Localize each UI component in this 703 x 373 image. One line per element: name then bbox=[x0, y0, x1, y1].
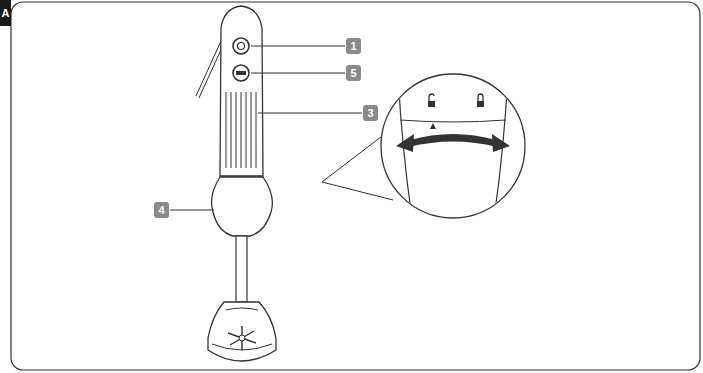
button-1 bbox=[233, 38, 249, 54]
motor-handle bbox=[220, 6, 263, 176]
zoom-detail bbox=[381, 74, 525, 218]
rotate-band bbox=[409, 134, 497, 147]
collar bbox=[212, 177, 273, 236]
blade-guard bbox=[208, 302, 276, 361]
callout-number: 3 bbox=[363, 105, 378, 121]
button-5 bbox=[233, 65, 249, 81]
callout-number: 4 bbox=[154, 202, 169, 218]
figure-letter: A bbox=[0, 0, 11, 26]
blender-shaft bbox=[236, 236, 247, 302]
callout-number: 1 bbox=[346, 38, 361, 54]
blade bbox=[228, 326, 256, 350]
lock-icon bbox=[477, 94, 484, 107]
arrow-right bbox=[492, 134, 510, 152]
leader-lines bbox=[170, 46, 362, 210]
arrow-left bbox=[396, 134, 414, 152]
unlock-icon bbox=[428, 94, 435, 107]
callout-number: 5 bbox=[346, 65, 361, 81]
frame bbox=[11, 2, 700, 370]
alignment-mark bbox=[430, 123, 436, 129]
grip-ribs bbox=[226, 92, 256, 168]
